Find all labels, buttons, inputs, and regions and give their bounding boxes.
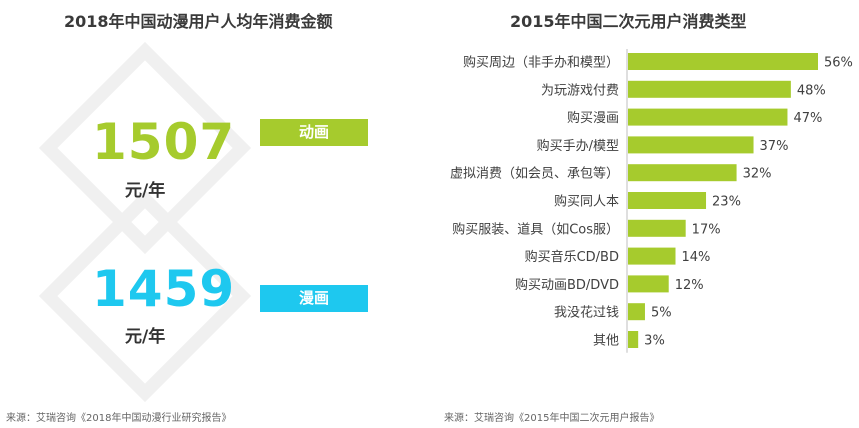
category-label: 虚拟消费（如会员、承包等） (450, 166, 619, 182)
bar-value-label: 47% (793, 111, 822, 126)
category-label: 购买手办/模型 (537, 138, 619, 154)
category-label: 购买同人本 (554, 194, 619, 210)
category-label: 我没花过钱 (554, 305, 619, 321)
left-chart-title: 2018年中国动漫用户人均年消费金额 (64, 12, 333, 31)
bar-value-label: 48% (797, 83, 826, 98)
bar-value-label: 14% (682, 250, 711, 265)
bar (628, 136, 754, 154)
bar-value-label: 32% (743, 167, 772, 182)
bar-value-label: 3% (644, 334, 665, 349)
animation-spend-value: 1507 (92, 113, 236, 171)
bar (628, 275, 669, 293)
category-label: 购买周边（非手办和模型） (463, 55, 619, 71)
right-chart-title: 2015年中国二次元用户消费类型 (510, 12, 747, 31)
right-source-note: 来源：艾瑞咨询《2015年中国二次元用户报告》 (444, 413, 660, 424)
bar (628, 164, 737, 182)
category-label: 其他 (593, 334, 619, 349)
bar (628, 219, 686, 237)
bar-value-label: 12% (675, 278, 704, 293)
comics-spend-value: 1459 (92, 260, 236, 318)
category-label: 购买音乐CD/BD (525, 249, 619, 265)
bar (628, 80, 791, 98)
category-label: 购买服装、道具（如Cos服） (452, 221, 619, 237)
left-source-note: 来源：艾瑞咨询《2018年中国动漫行业研究报告》 (6, 413, 232, 424)
comics-label-badge: 漫画 (260, 285, 368, 312)
comics-spend-unit: 元/年 (125, 327, 166, 347)
bar-value-label: 56% (824, 56, 853, 71)
bar (628, 53, 818, 70)
bar-value-label: 17% (692, 222, 721, 237)
bar (628, 331, 639, 348)
bar (628, 303, 645, 321)
bar (628, 247, 676, 265)
category-label: 购买动画BD/DVD (515, 277, 619, 293)
animation-label-badge: 动画 (260, 119, 368, 146)
bar-value-label: 5% (651, 306, 672, 321)
bar-value-label: 37% (760, 139, 789, 154)
bar (628, 108, 788, 126)
category-label: 为玩游戏付费 (541, 83, 619, 98)
animation-spend-unit: 元/年 (125, 181, 166, 201)
category-label: 购买漫画 (567, 110, 619, 126)
bar-value-label: 23% (712, 195, 741, 210)
bar (628, 192, 707, 209)
